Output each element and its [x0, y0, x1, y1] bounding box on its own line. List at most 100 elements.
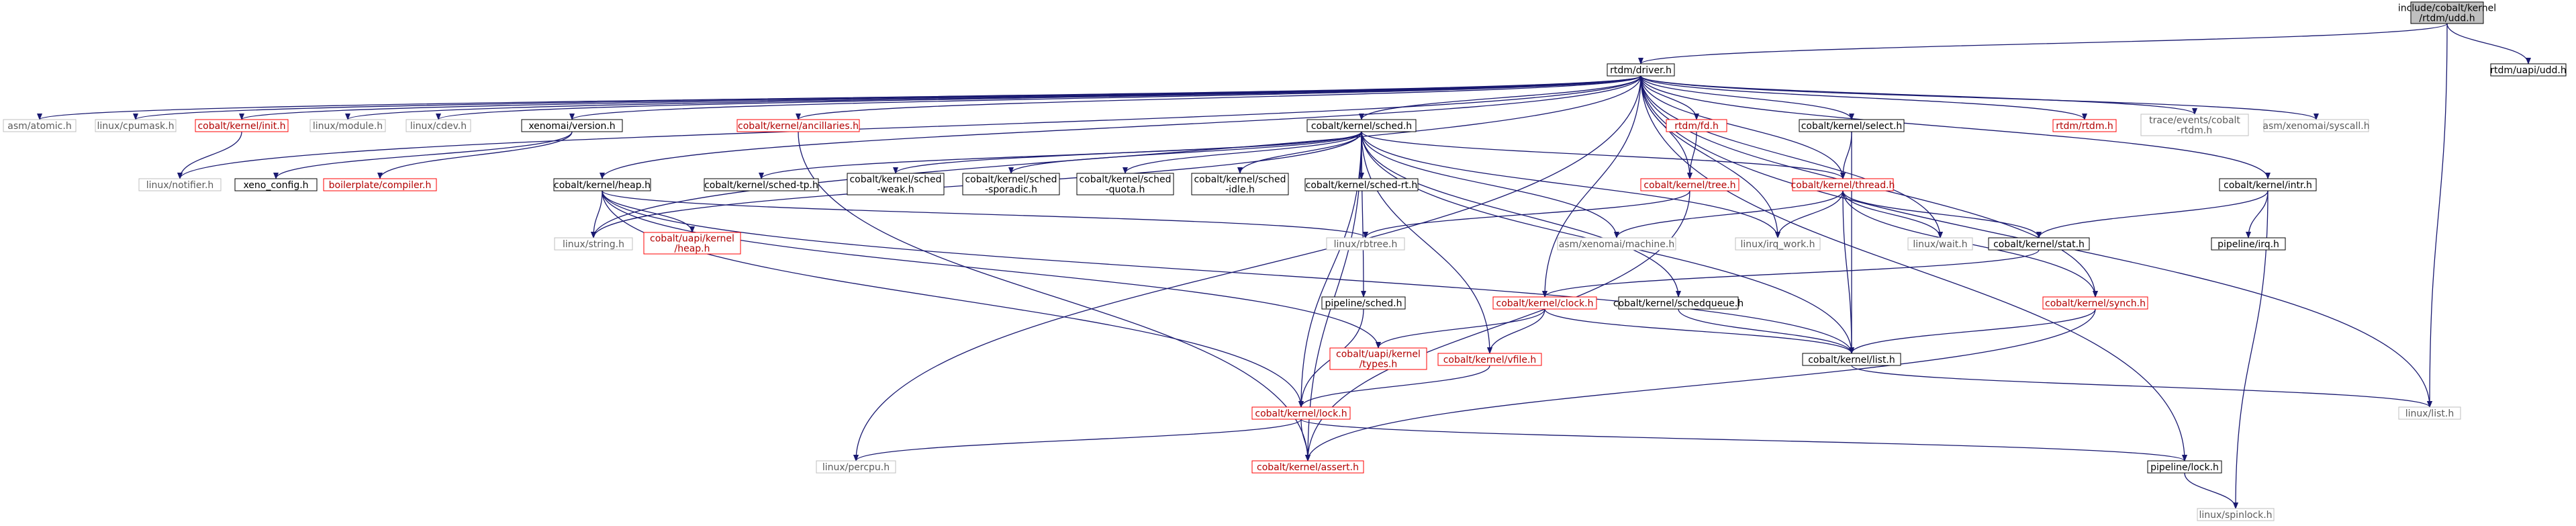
node-label-sched_sporadic-line1: cobalt/kernel/sched	[965, 175, 1057, 185]
node-pipeline_irq[interactable]: pipeline/irq.h	[2211, 237, 2286, 251]
edge-udd-to-uapi_udd	[2446, 23, 2531, 64]
edge-driver-to-asm_atomic	[37, 75, 1641, 120]
node-spinlock: linux/spinlock.h	[2197, 508, 2275, 521]
node-label-linux_list: linux/list.h	[2405, 408, 2454, 419]
node-box-notifier	[138, 178, 222, 191]
node-heap[interactable]: cobalt/kernel/heap.h	[553, 178, 651, 191]
node-label-stat: cobalt/kernel/stat.h	[1993, 239, 2085, 250]
node-schedqueue[interactable]: cobalt/kernel/schedqueue.h	[1613, 296, 1744, 310]
edge-thread-to-irq_work	[1775, 190, 1844, 238]
node-box-heap	[553, 178, 651, 191]
node-sched_weak[interactable]: cobalt/kernel/sched-weak.h	[847, 173, 945, 195]
node-xeno_config[interactable]: xeno_config.h	[234, 178, 318, 191]
edge-driver-to-clock	[1542, 75, 1641, 298]
edge-sched-to-sched_quota	[1123, 131, 1362, 174]
node-box-intr	[2219, 178, 2317, 191]
node-sched_quota[interactable]: cobalt/kernel/sched-quota.h	[1076, 173, 1174, 195]
edge-sched-to-thread	[1361, 131, 1846, 179]
node-fd[interactable]: rtdm/fd.h	[1666, 119, 1727, 132]
node-uapi_udd[interactable]: rtdm/uapi/udd.h	[2490, 63, 2567, 77]
edge-vfile-to-lock	[1298, 365, 1490, 408]
node-notifier: linux/notifier.h	[138, 178, 222, 191]
node-box-sched_sporadic	[962, 173, 1060, 195]
node-label-syscall: asm/xenomai/syscall.h	[2262, 121, 2369, 132]
node-box-sched	[1306, 119, 1417, 132]
edge-stat-to-clock	[1542, 249, 2040, 298]
node-label-schedqueue: cobalt/kernel/schedqueue.h	[1613, 298, 1744, 309]
node-label-rtdm: rtdm/rtdm.h	[2056, 121, 2113, 132]
node-clock[interactable]: cobalt/kernel/clock.h	[1492, 296, 1597, 310]
edge-init-to-notifier	[177, 131, 242, 179]
node-box-assert	[1251, 460, 1364, 474]
node-box-sched_tp	[704, 178, 819, 191]
node-sched_tp[interactable]: cobalt/kernel/sched-tp.h	[704, 178, 819, 191]
node-box-stat	[1988, 237, 2090, 251]
node-label-sched_weak-line2: -weak.h	[877, 185, 914, 195]
node-version[interactable]: xenomai/version.h	[521, 119, 623, 132]
edge-thread-to-stat	[1842, 190, 2042, 238]
node-select[interactable]: cobalt/kernel/select.h	[1799, 119, 1905, 132]
node-pipeline_sched[interactable]: pipeline/sched.h	[1321, 296, 1406, 310]
node-box-uapi_udd	[2490, 63, 2567, 77]
node-sched_sporadic[interactable]: cobalt/kernel/sched-sporadic.h	[962, 173, 1060, 195]
node-box-rtdm	[2052, 119, 2117, 132]
edge-tree-to-rbtree	[1363, 190, 1690, 238]
node-init[interactable]: cobalt/kernel/init.h	[195, 119, 289, 132]
edge-synch-to-list	[1849, 308, 2096, 354]
node-label-heap: cobalt/kernel/heap.h	[554, 180, 651, 191]
node-compiler[interactable]: boilerplate/compiler.h	[323, 178, 437, 191]
node-intr[interactable]: cobalt/kernel/intr.h	[2219, 178, 2317, 191]
node-box-wait	[1907, 237, 1973, 251]
edge-heap-to-list	[602, 190, 1854, 354]
node-pipeline_lock[interactable]: pipeline/lock.h	[2147, 460, 2222, 474]
node-lock[interactable]: cobalt/kernel/lock.h	[1251, 406, 1351, 420]
edge-heap-to-lock	[602, 190, 1304, 408]
node-box-synch	[2042, 296, 2148, 310]
node-synch[interactable]: cobalt/kernel/synch.h	[2042, 296, 2148, 310]
edge-driver-to-wait	[1640, 75, 1943, 238]
node-label-sched_idle-line1: cobalt/kernel/sched	[1194, 175, 1286, 185]
node-label-machine: asm/xenomai/machine.h	[1559, 239, 1674, 250]
node-sched_idle[interactable]: cobalt/kernel/sched-idle.h	[1191, 173, 1289, 195]
node-label-ancillaries: cobalt/kernel/ancillaries.h	[738, 121, 859, 132]
node-label-sched_quota-line2: -quota.h	[1106, 185, 1145, 195]
node-label-select: cobalt/kernel/select.h	[1801, 121, 1903, 132]
edge-sched-to-vfile	[1361, 131, 1492, 354]
node-box-spinlock	[2197, 508, 2275, 521]
node-label-version: xenomai/version.h	[528, 121, 615, 132]
edge-sched-to-schedqueue	[1361, 131, 1681, 298]
node-box-trace	[2140, 114, 2249, 136]
edge-driver-to-select	[1640, 75, 1854, 120]
node-label-sched_idle-line2: -idle.h	[1225, 185, 1255, 195]
edge-driver-to-ancillaries	[796, 75, 1641, 120]
node-stat[interactable]: cobalt/kernel/stat.h	[1988, 237, 2090, 251]
node-list[interactable]: cobalt/kernel/list.h	[1802, 353, 1901, 366]
node-rtdm[interactable]: rtdm/rtdm.h	[2052, 119, 2117, 132]
edge-driver-to-heap	[600, 75, 1641, 179]
node-uapi_types[interactable]: cobalt/uapi/kernel/types.h	[1329, 347, 1427, 370]
node-label-udd-line1: include/cobalt/kernel	[2398, 3, 2496, 14]
node-label-wait: linux/wait.h	[1913, 239, 1967, 250]
node-ancillaries[interactable]: cobalt/kernel/ancillaries.h	[736, 119, 860, 132]
edge-driver-to-init	[239, 75, 1641, 120]
node-vfile[interactable]: cobalt/kernel/vfile.h	[1437, 353, 1542, 366]
node-tree[interactable]: cobalt/kernel/tree.h	[1640, 178, 1739, 191]
edge-sched-to-machine	[1361, 131, 1619, 238]
node-assert[interactable]: cobalt/kernel/assert.h	[1251, 460, 1364, 474]
node-label-init: cobalt/kernel/init.h	[197, 121, 285, 132]
node-sched_rt[interactable]: cobalt/kernel/sched-rt.h	[1304, 178, 1419, 191]
node-label-cdev: linux/cdev.h	[410, 121, 467, 132]
node-sched[interactable]: cobalt/kernel/sched.h	[1306, 119, 1417, 132]
node-thread[interactable]: cobalt/kernel/thread.h	[1791, 178, 1895, 191]
edge-driver-to-syscall	[1640, 75, 2319, 120]
edge-schedqueue-to-list	[1678, 308, 1854, 354]
node-label-pipeline_sched: pipeline/sched.h	[1325, 298, 1402, 309]
node-box-init	[195, 119, 289, 132]
node-box-percpu	[816, 460, 896, 474]
edge-intr-to-pipeline_irq	[2246, 190, 2269, 238]
node-udd[interactable]: include/cobalt/kernel/rtdm/udd.h	[2398, 1, 2496, 24]
node-uapi_heap[interactable]: cobalt/uapi/kernel/heap.h	[643, 232, 741, 255]
node-driver[interactable]: rtdm/driver.h	[1607, 63, 1675, 77]
edge-sched-to-pipeline_sched	[1360, 131, 1366, 298]
edge-thread-to-wait	[1842, 190, 1943, 238]
